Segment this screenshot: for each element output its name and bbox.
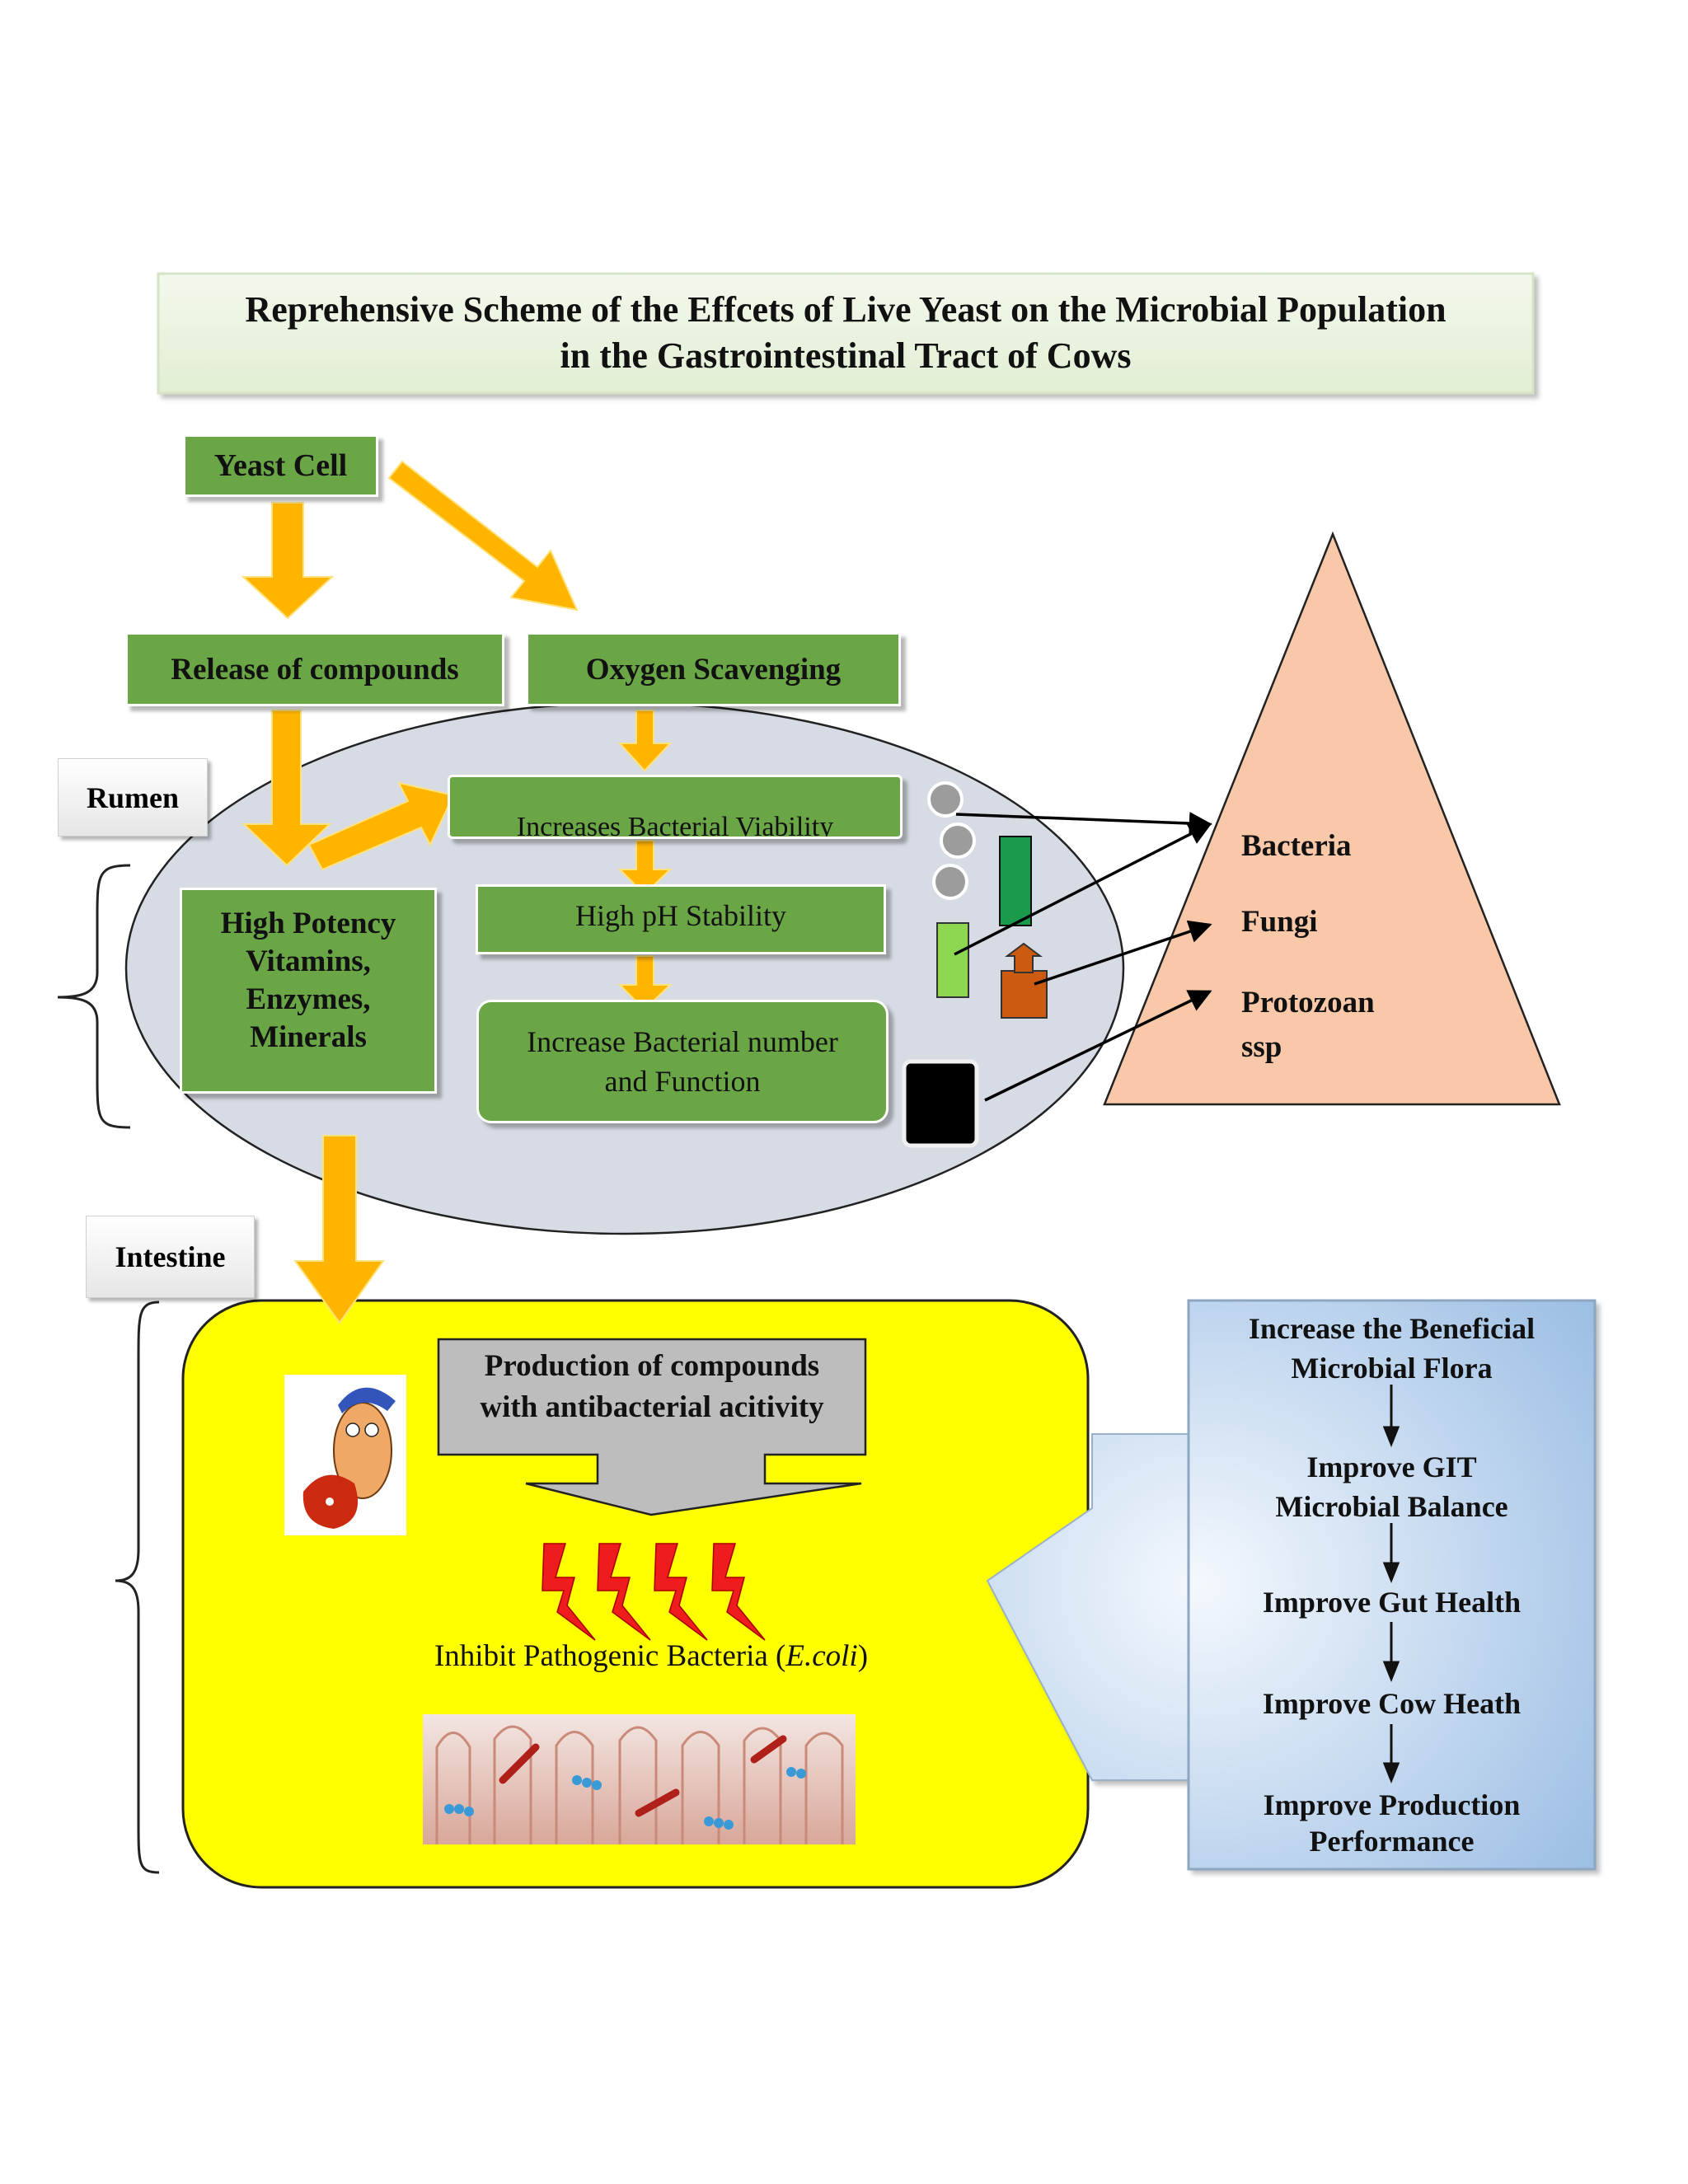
benefit-step-2-line-1: Improve GIT [1306, 1451, 1477, 1483]
benefit-step-2-line-2: Microbial Balance [1275, 1490, 1508, 1523]
light-green-rod-icon [936, 922, 969, 998]
pyramid-bacteria-label: Bacteria [1241, 829, 1352, 863]
cocci-icon [932, 864, 968, 900]
intestine-label-text: Intestine [115, 1240, 226, 1273]
green-rod-icon [999, 836, 1032, 926]
title-line-1: Reprehensive Scheme of the Effcets of Li… [245, 289, 1447, 330]
cartoon-microbe-image [284, 1375, 406, 1535]
protozoan-line-2: ssp [1241, 1030, 1282, 1064]
yeast-cell-box: Yeast Cell [183, 434, 378, 497]
high-potency-line-3: Enzymes, [246, 982, 371, 1016]
bacterial-number-line-1: Increase Bacterial number [527, 1025, 838, 1058]
bacterial-viability-box: Increases Bacterial Viability [448, 775, 903, 839]
pointer-arrows [954, 812, 1212, 1102]
production-line-1: Production of compounds [484, 1349, 820, 1383]
orange-flow-arrows [241, 460, 673, 1324]
rumen-label: Rumen [58, 758, 208, 837]
ph-stability-box: High pH Stability [476, 884, 886, 954]
pyramid-protozoan-label: Protozoan ssp [1241, 981, 1375, 1070]
high-potency-line-4: Minerals [250, 1020, 367, 1054]
production-line-2: with antibacterial acitivity [480, 1390, 824, 1424]
ph-stability-label: High pH Stability [574, 899, 786, 932]
oxygen-scavenging-box: Oxygen Scavenging [526, 632, 901, 706]
intestinal-villi-image [423, 1714, 856, 1844]
intestine-brace [115, 1301, 160, 1874]
yeast-cell-label: Yeast Cell [213, 448, 348, 483]
rumen-label-text: Rumen [86, 780, 179, 814]
microbe-icons [902, 781, 1048, 1148]
lightning-bolts [542, 1543, 766, 1641]
high-potency-line-1: High Potency [220, 907, 396, 940]
benefit-flow-arrows [1382, 1385, 1400, 1784]
title-line-2: in the Gastrointestinal Tract of Cows [560, 335, 1132, 376]
inhibit-pathogens-text: Inhibit Pathogenic Bacteria (E.coli) [354, 1638, 948, 1674]
microbe-pyramid [1103, 531, 1561, 1106]
intestine-label: Intestine [86, 1216, 255, 1298]
protozoan-line-1: Protozoan [1241, 986, 1375, 1019]
release-compounds-label: Release of compounds [171, 652, 459, 687]
page-title: Reprehensive Scheme of the Effcets of Li… [158, 287, 1533, 379]
benefit-step-2: Improve GIT Microbial Balance [1189, 1447, 1595, 1526]
benefit-step-5: Improve Production Performance [1189, 1787, 1595, 1859]
benefit-step-1-line-2: Microbial Flora [1291, 1352, 1493, 1385]
release-compounds-box: Release of compounds [125, 632, 504, 706]
benefit-step-1-line-1: Increase the Beneficial [1248, 1312, 1536, 1345]
pyramid-fungi-label: Fungi [1241, 905, 1318, 939]
fungi-icon [1001, 970, 1048, 1019]
bacterial-number-box: Increase Bacterial number and Function [476, 1000, 889, 1123]
benefit-step-5-line-1: Improve Production [1263, 1788, 1521, 1821]
rumen-brace [57, 864, 131, 1129]
high-potency-line-2: Vitamins, [246, 944, 371, 978]
inhibit-species: E.coli [785, 1639, 858, 1673]
inhibit-suffix: ) [857, 1639, 869, 1673]
protozoan-icon [902, 1059, 979, 1148]
benefit-step-4: Improve Cow Heath [1262, 1687, 1522, 1720]
production-arrow [437, 1338, 867, 1516]
cocci-icon [927, 781, 964, 818]
oxygen-scavenging-label: Oxygen Scavenging [585, 652, 842, 687]
inhibit-prefix: Inhibit Pathogenic Bacteria ( [434, 1639, 786, 1673]
high-potency-box: High Potency Vitamins, Enzymes, Minerals [180, 888, 437, 1094]
cocci-icon [940, 823, 976, 859]
bacterial-viability-label: Increases Bacterial Viability [516, 812, 834, 839]
benefit-step-1: Increase the Beneficial Microbial Flora [1189, 1309, 1595, 1388]
benefit-step-5-line-2: Performance [1309, 1825, 1475, 1858]
benefit-step-3: Improve Gut Health [1262, 1586, 1522, 1619]
production-text: Production of compounds with antibacteri… [438, 1346, 865, 1428]
bacterial-number-line-2: and Function [604, 1065, 761, 1098]
title-box [157, 272, 1535, 395]
